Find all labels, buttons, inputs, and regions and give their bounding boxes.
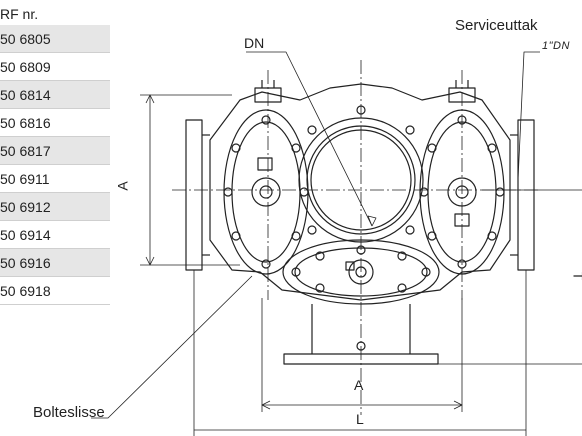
bolteslisse-label: Bolteslisse	[33, 404, 105, 421]
left-valve-cover	[223, 109, 309, 275]
table-row: 50 6918	[0, 277, 110, 305]
table-row: 50 6912	[0, 193, 110, 221]
table-row: 50 6914	[0, 221, 110, 249]
dimension-a-horizontal-label: A	[354, 377, 364, 393]
bottom-valve-cover	[282, 239, 440, 305]
table-header: RF nr.	[0, 6, 39, 22]
right-valve-cover	[419, 109, 505, 275]
one-inch-dn-label: 1"DN	[542, 40, 570, 52]
table-row: 50 6916	[0, 249, 110, 277]
serviceuttak-label: Serviceuttak	[455, 17, 538, 34]
table-row: 50 6814	[0, 81, 110, 109]
table-row: 50 6911	[0, 165, 110, 193]
table-row: 50 6805	[0, 25, 110, 53]
table-row: 50 6817	[0, 137, 110, 165]
top-connectors	[254, 80, 476, 103]
left-flange	[185, 119, 210, 271]
dimension-t-label: T	[570, 272, 582, 281]
table-row: 50 6809	[0, 53, 110, 81]
dimension-a-vertical-label: A	[114, 181, 131, 191]
valve-body-outline	[209, 83, 511, 301]
right-flange	[510, 119, 535, 271]
table-row: 50 6816	[0, 109, 110, 137]
dimension-l-label: L	[356, 411, 364, 427]
dn-label: DN	[244, 35, 265, 51]
base-plate	[283, 304, 439, 365]
dimension-lines	[140, 94, 582, 436]
center-lines	[172, 60, 540, 415]
rf-number-table: 50 6805 50 6809 50 6814 50 6816 50 6817 …	[0, 25, 110, 305]
central-pipe	[298, 105, 424, 255]
leader-lines	[91, 51, 540, 419]
